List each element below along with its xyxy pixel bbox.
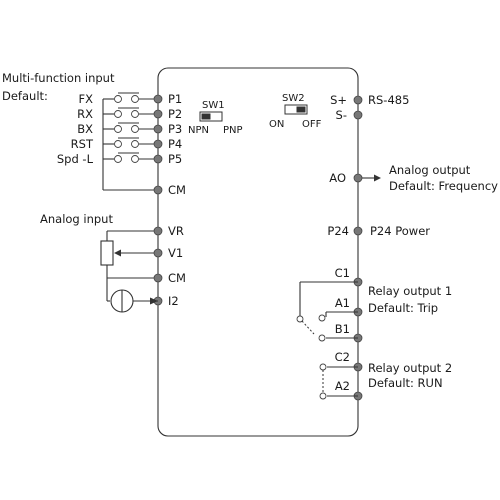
terminal-label-c1: C1 — [335, 266, 350, 280]
input-row-3: BX P3 — [77, 122, 182, 136]
analog-input-title: Analog input — [40, 212, 113, 226]
sw1-right-label: PNP — [223, 125, 243, 136]
current-arrow-icon — [150, 297, 158, 305]
terminal-v1 — [153, 248, 163, 258]
terminal-label-a1: A1 — [335, 296, 350, 310]
inverter-body — [157, 67, 359, 437]
input-label-spd-l: Spd -L — [57, 152, 94, 166]
sw1-switch: SW1 NPN PNP — [188, 100, 243, 136]
terminal-p24 — [353, 226, 363, 236]
terminal-s-plus — [353, 95, 363, 105]
terminal-label-p24: P24 — [327, 224, 349, 238]
terminal-p3 — [153, 124, 163, 134]
terminal-p1 — [153, 94, 163, 104]
terminal-label-p1: P1 — [168, 92, 182, 106]
terminal-p5 — [153, 154, 163, 164]
sw2-body — [284, 104, 308, 115]
terminal-label-p5: P5 — [168, 152, 182, 166]
multi-function-title: Multi-function input — [2, 71, 115, 85]
input-row-4: RST P4 — [71, 137, 183, 151]
sw2-right-label: OFF — [302, 119, 322, 130]
input-row-2: RX P2 — [77, 107, 182, 121]
relay2-default: Default: RUN — [368, 376, 443, 390]
rs485-label: RS-485 — [368, 93, 409, 107]
input-label-rst: RST — [71, 137, 94, 151]
input-label-rx: RX — [77, 107, 93, 121]
potentiometer — [100, 240, 114, 266]
terminal-vr — [153, 226, 163, 236]
sw1-label: SW1 — [202, 100, 225, 111]
input-label-fx: FX — [79, 92, 94, 106]
input-row-5: Spd -L P5 — [57, 152, 182, 166]
terminal-label-i2: I2 — [168, 294, 179, 308]
terminal-cm-1 — [153, 185, 163, 195]
terminal-label-s-minus: S- — [336, 108, 347, 122]
default-label: Default: — [2, 89, 48, 103]
terminal-label-p2: P2 — [168, 107, 182, 121]
terminal-label-b1: B1 — [335, 322, 350, 336]
analog-output-title: Analog output — [389, 163, 471, 177]
sw2-label: SW2 — [282, 93, 305, 104]
sw1-body — [199, 111, 223, 122]
sw1-left-label: NPN — [188, 125, 209, 136]
input-row-1: FX P1 — [79, 92, 182, 190]
terminal-label-s-plus: S+ — [330, 93, 347, 107]
terminal-label-cm-2: CM — [168, 271, 186, 285]
terminal-ao — [353, 173, 363, 183]
sw2-switch: SW2 ON OFF — [269, 93, 322, 130]
input-label-bx: BX — [77, 122, 93, 136]
sw2-left-label: ON — [269, 119, 284, 130]
terminal-label-ao: AO — [329, 171, 346, 185]
terminal-p4 — [153, 139, 163, 149]
p24-power-label: P24 Power — [370, 224, 430, 238]
sw1-knob — [201, 113, 211, 120]
terminal-label-p3: P3 — [168, 122, 182, 136]
relay1-title: Relay output 1 — [368, 284, 452, 298]
relay2-title: Relay output 2 — [368, 361, 452, 375]
terminal-label-vr: VR — [168, 224, 184, 238]
terminal-label-cm-1: CM — [168, 183, 186, 197]
terminal-label-p4: P4 — [168, 137, 182, 151]
terminal-cm-2 — [153, 273, 163, 283]
terminal-p2 — [153, 109, 163, 119]
terminal-label-v1: V1 — [168, 246, 183, 260]
sw2-knob — [296, 106, 306, 113]
terminal-label-c2: C2 — [335, 350, 350, 364]
analog-output-arrow-icon — [374, 174, 381, 182]
analog-output-default: Default: Frequency — [389, 179, 498, 193]
terminal-label-a2: A2 — [335, 379, 350, 393]
relay1-default: Default: Trip — [368, 301, 438, 315]
wiper-arrow-icon — [114, 249, 121, 257]
terminal-s-minus — [353, 110, 363, 120]
